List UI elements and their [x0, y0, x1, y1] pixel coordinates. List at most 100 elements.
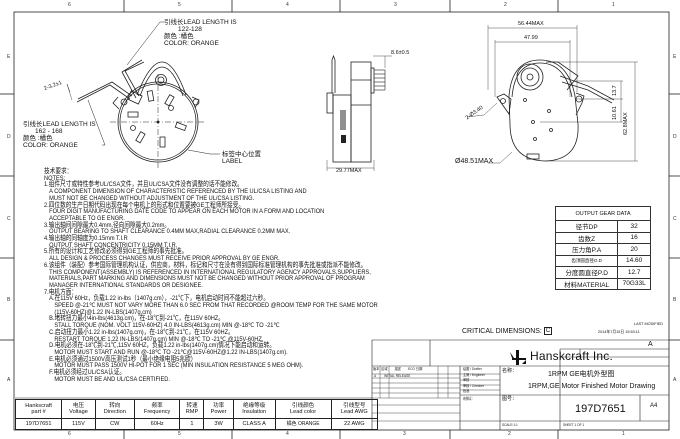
- zone-right-A: A: [673, 377, 677, 383]
- zone-left-C: C: [7, 216, 11, 222]
- note-1: 1.组件尺寸或特性参考UL/CSA文件，并且UL/CSA文件没有调整的话不能修改…: [44, 181, 307, 202]
- last-modified-label: LAST MODIFIED: [634, 322, 664, 326]
- front-view: [66, 21, 220, 170]
- notes-heading-en: NOTES:: [44, 174, 66, 182]
- zone-bottom-6: 6: [68, 431, 71, 437]
- zone-left-A: A: [7, 377, 11, 383]
- zone-top-1: 1: [612, 2, 615, 8]
- note-7e: E.电机必须通过1500V高压测试1秒（最小绝缘电阻5兆欧）MOTOR MUST…: [49, 355, 304, 370]
- note-7f: F.电机必须经过UL/CSA认证。MOTOR MUST BE AND UL/CS…: [49, 369, 170, 383]
- technical-notes: 技术要求： NOTES: 1.组件尺寸或特性参考UL/CSA文件，并且UL/CS…: [44, 168, 378, 384]
- hole-spacing-dim: 47.99: [524, 35, 538, 41]
- spec-value-row: 197D7651 115V CW 60Hz 1 3W CLASS A 橘色 OR…: [14, 418, 379, 430]
- output-gear: [155, 74, 167, 86]
- revision-letter: A: [648, 341, 653, 348]
- hanskcraft-logo-mark: [510, 350, 526, 365]
- overall-width-dim: 56.44MAX: [518, 21, 544, 27]
- critical-dimensions-symbol: C: [543, 327, 553, 335]
- output-gear-rear: [516, 63, 544, 91]
- note-5: 5.所有的设计和工艺修改必须得到GE工程师的事先批准。ALL DESIGN & …: [44, 248, 280, 263]
- zone-right-B: B: [673, 297, 677, 303]
- drawing-title-en: 1RPM,GE Motor Finished Motor Drawing: [528, 383, 656, 390]
- rev-table-row: A INITIAL RELEASE: [374, 374, 411, 378]
- lead-wire-b: [76, 81, 133, 103]
- note-2: 2.四位数的生产日期代码出现在每个电机上的形式和位置要被GE工程师所接受。FOU…: [44, 201, 325, 222]
- lead-offset-1-dim: 13.7: [612, 85, 618, 96]
- drawing-number: 197D7651: [575, 403, 626, 415]
- diameter-dim: Ø48.51MAX: [455, 158, 494, 165]
- shaft-length-dim: 8.6±0.5: [391, 50, 410, 56]
- note-7a: A.在115V 60Hz，负载1.22 in-lbs（1407g.cm），-21…: [49, 295, 378, 316]
- side-width-dim: 29.77MAX: [336, 168, 362, 174]
- note-7c: C.启动扭力最小1.22 in-lbs(1407g.cm)，在-18℃到-21℃…: [49, 328, 264, 343]
- rear-view: [466, 25, 638, 164]
- zone-top-4: 4: [286, 2, 289, 8]
- critical-dimensions: CRITICAL DIMENSIONS: C: [462, 327, 553, 335]
- zone-right-C: C: [673, 216, 677, 222]
- note-7b: B.堵转扭力最小4in-lbs(4613g.cm)，在-18℃到-21℃，在11…: [49, 315, 280, 330]
- zone-right-D: D: [673, 134, 677, 140]
- sheet-size: A4: [650, 403, 658, 409]
- company-name: Hanskcraft Inc.: [530, 349, 614, 363]
- scale: SCALE:1:1: [502, 423, 518, 427]
- note-6: 6.该组件（装配）参考国际管理机构认证，供应商，材料，标记和尺寸在没有得到国际标…: [44, 261, 371, 289]
- zone-left-E: E: [7, 54, 11, 60]
- zone-bottom-1: 1: [622, 431, 625, 437]
- notes-heading-cn: 技术要求：: [44, 168, 73, 175]
- note-7: 7.电机方面： A.在115V 60Hz，负载1.22 in-lbs（1407g…: [44, 288, 378, 383]
- title-block-lines: [15, 339, 669, 430]
- height-dim: 62.8MAX: [623, 112, 629, 135]
- title-label: 名称：: [502, 368, 518, 374]
- zone-top-5: 5: [178, 2, 181, 8]
- rear-housing: [508, 59, 579, 162]
- sheet-count: SHEET 1 OF 1: [563, 423, 585, 427]
- note-3: 3.输出轴间间隙最大0.4mm,径向间隙最大0.2mm。OUTPUT BEARI…: [44, 221, 291, 236]
- side-view: [326, 54, 392, 171]
- zone-bottom-5: 5: [178, 431, 181, 437]
- critical-dimensions-label: CRITICAL DIMENSIONS:: [462, 327, 542, 335]
- mount-hole-left: [500, 98, 506, 104]
- zone-left-D: D: [7, 134, 11, 140]
- lead-offset-2-dim: 10.61: [612, 106, 618, 120]
- drawing-no-label: 图号：: [502, 396, 518, 402]
- zone-top-3: 3: [394, 2, 397, 8]
- lead-wire-a: [121, 59, 145, 99]
- zone-right-E: E: [673, 54, 677, 60]
- zone-bottom-2: 2: [508, 431, 511, 437]
- rev-table-header: 版本 区域 描述 ECO 日期: [373, 367, 423, 371]
- zone-top-2: 2: [504, 2, 507, 8]
- gear-table-title: OUTPUT GEAR DATA: [555, 206, 651, 221]
- material-label: 材料：: [463, 396, 475, 401]
- zone-top-6: 6: [68, 2, 71, 8]
- drawing-frame: [13, 11, 670, 431]
- last-modified-date: 2014年7月15日 15:53:11: [598, 330, 640, 334]
- gear-housing-lobe: [136, 61, 187, 96]
- zone-bottom-4: 4: [286, 431, 289, 437]
- zone-bottom-3: 3: [403, 431, 406, 437]
- zone-left-B: B: [7, 297, 11, 303]
- note-7d: D.电机必须在-18℃到-21℃,115V 60HZ，负载1.22 in-lbs…: [49, 342, 288, 356]
